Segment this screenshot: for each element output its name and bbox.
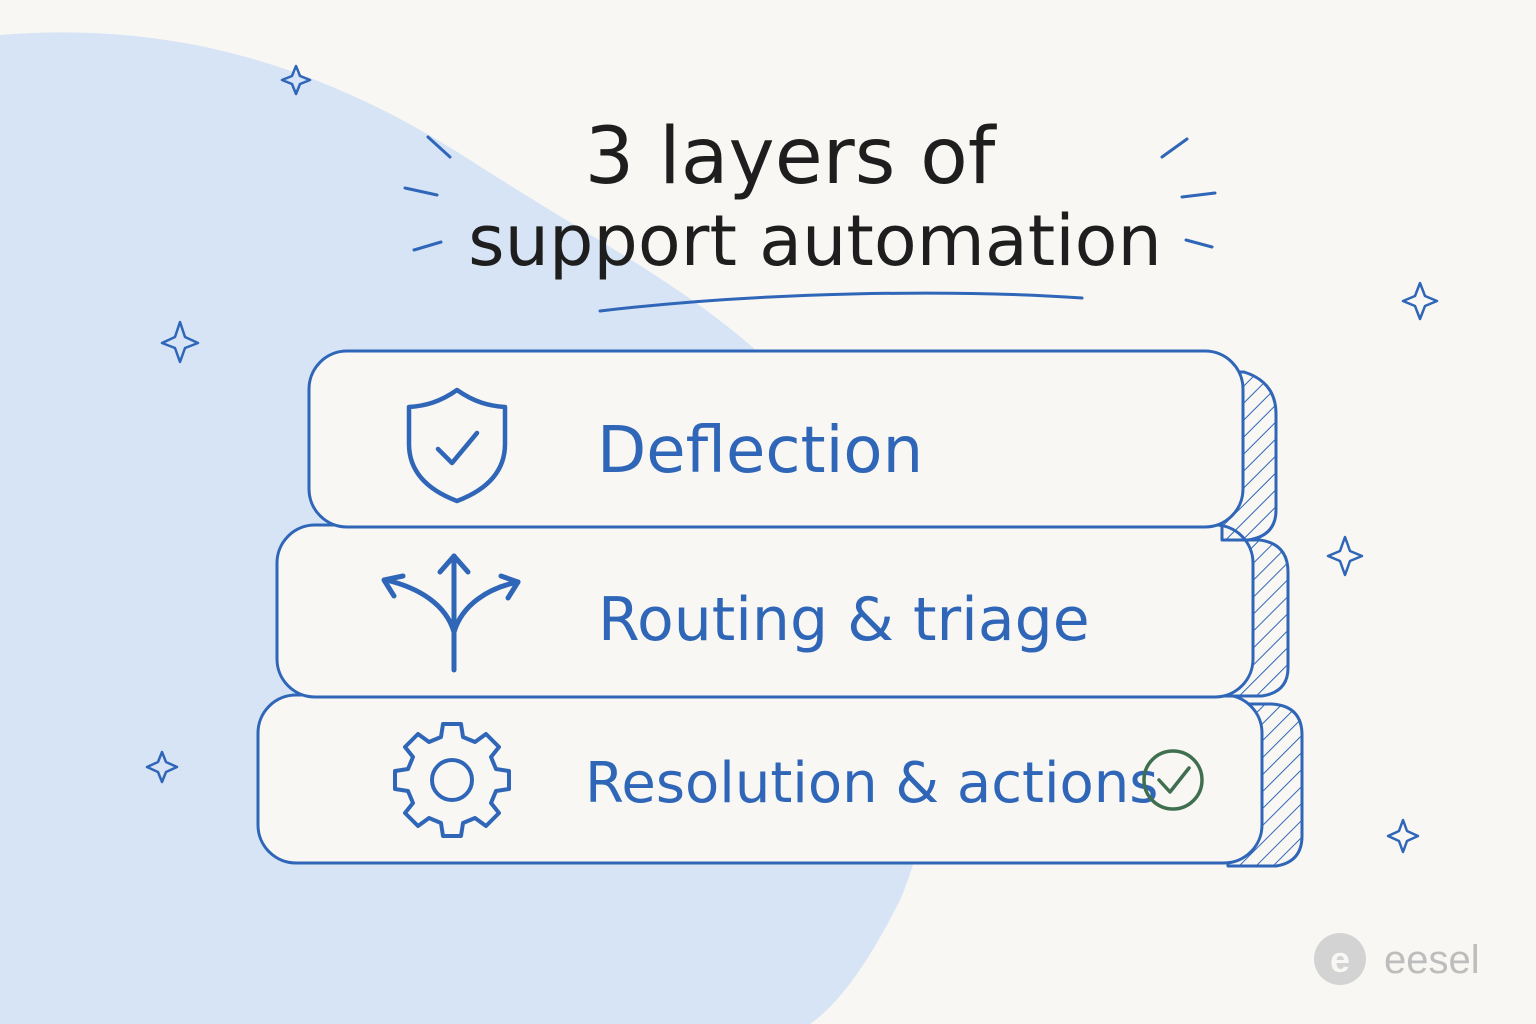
layer-card-routing: Routing & triage — [275, 523, 1290, 699]
title-line-1: 3 layers of — [585, 112, 997, 202]
eesel-logo: e eesel — [1314, 933, 1480, 985]
sparkle-icon — [145, 750, 179, 784]
check-circle-icon — [1142, 749, 1204, 811]
sparkle-icon — [280, 64, 312, 96]
sparkle-icon — [1326, 535, 1364, 577]
sparkle-icon — [1401, 281, 1439, 321]
sparkle-icon — [1386, 818, 1420, 854]
title-emphasis-marks-right — [1160, 137, 1217, 249]
gear-icon — [393, 722, 511, 838]
shield-check-icon — [406, 387, 508, 504]
layer-label-resolution: Resolution & actions — [585, 751, 1158, 816]
eesel-logo-mark-letter: e — [1330, 939, 1350, 980]
title-emphasis-marks-left — [403, 135, 452, 252]
eesel-logo-text: eesel — [1384, 938, 1480, 982]
layer-label-deflection: Deflection — [597, 414, 923, 488]
branching-arrows-icon — [381, 553, 521, 673]
layer-label-routing: Routing & triage — [598, 585, 1090, 655]
layer-card-deflection: Deflection — [307, 349, 1278, 542]
layer-card-face — [307, 349, 1245, 529]
title-underline — [598, 291, 1084, 313]
eesel-logo-mark — [1314, 933, 1366, 985]
sparkle-icon — [160, 320, 200, 364]
layer-card-resolution: Resolution & actions — [256, 693, 1304, 868]
title-line-2: support automation — [468, 200, 1162, 282]
